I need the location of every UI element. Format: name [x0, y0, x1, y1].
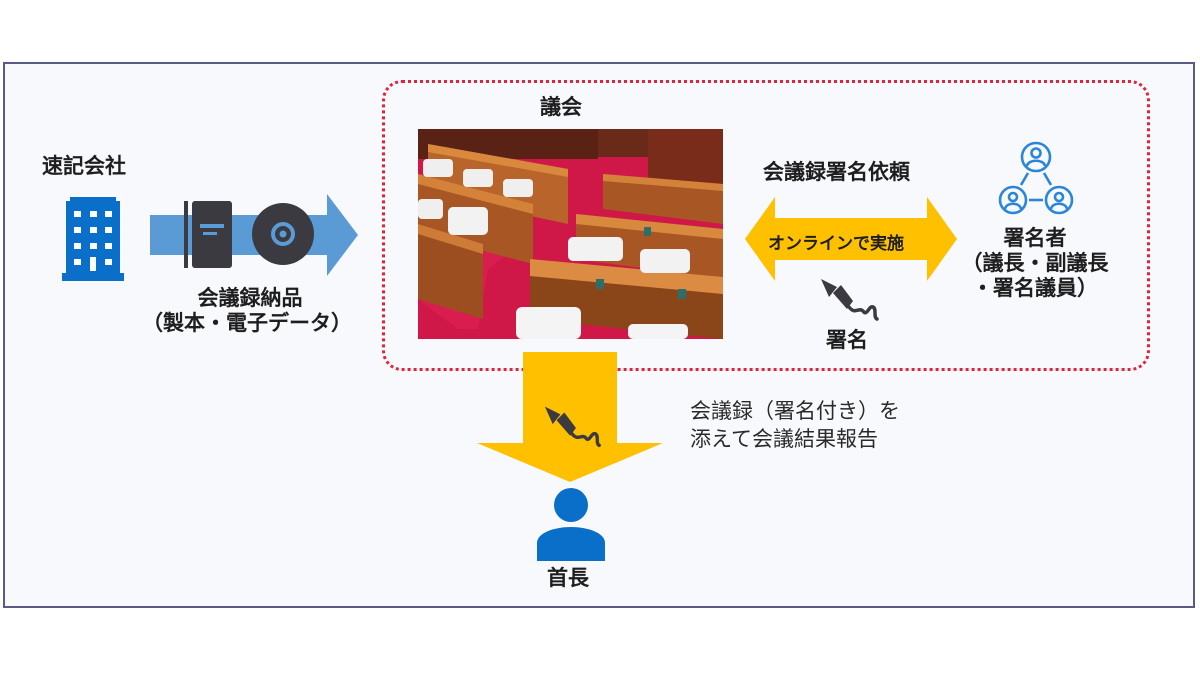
people-network-icon	[998, 141, 1074, 215]
council-chamber-photo	[418, 129, 723, 339]
fountain-pen-icon	[821, 279, 879, 321]
delivery-label-line2: （製本・電子データ）	[142, 311, 352, 336]
mayor-label: 首長	[547, 566, 589, 590]
online-double-arrow	[745, 197, 957, 281]
report-label: 会議録（署名付き）を 添えて会議結果報告	[690, 397, 900, 454]
signature-request-label: 会議録署名依頼	[763, 160, 910, 184]
online-arrow-text: オンラインで実施	[768, 234, 904, 254]
report-label-line1: 会議録（署名付き）を	[690, 399, 900, 423]
signers-label-line2: （議長・副議長	[961, 251, 1109, 276]
signature-label: 署名	[826, 328, 868, 352]
person-icon	[537, 488, 605, 561]
stenography-company-label: 速記会社	[42, 154, 126, 178]
disc-icon	[252, 203, 314, 265]
report-down-arrow	[477, 352, 663, 482]
signers-label: 署名者 （議長・副議長 ・署名議員）	[950, 226, 1120, 302]
signers-label-line3: ・署名議員）	[972, 276, 1098, 301]
signers-label-line1: 署名者	[1003, 226, 1067, 250]
council-group-box	[382, 80, 1150, 371]
report-fountain-pen-icon	[544, 406, 601, 448]
council-label: 議会	[540, 95, 582, 119]
delivery-label-line1: 会議録納品	[197, 286, 303, 310]
office-building-icon	[62, 197, 124, 281]
report-label-line2: 添えて会議結果報告	[690, 427, 878, 452]
delivery-label: 会議録納品 （製本・電子データ）	[140, 286, 360, 336]
bound-book-icon	[184, 201, 232, 268]
